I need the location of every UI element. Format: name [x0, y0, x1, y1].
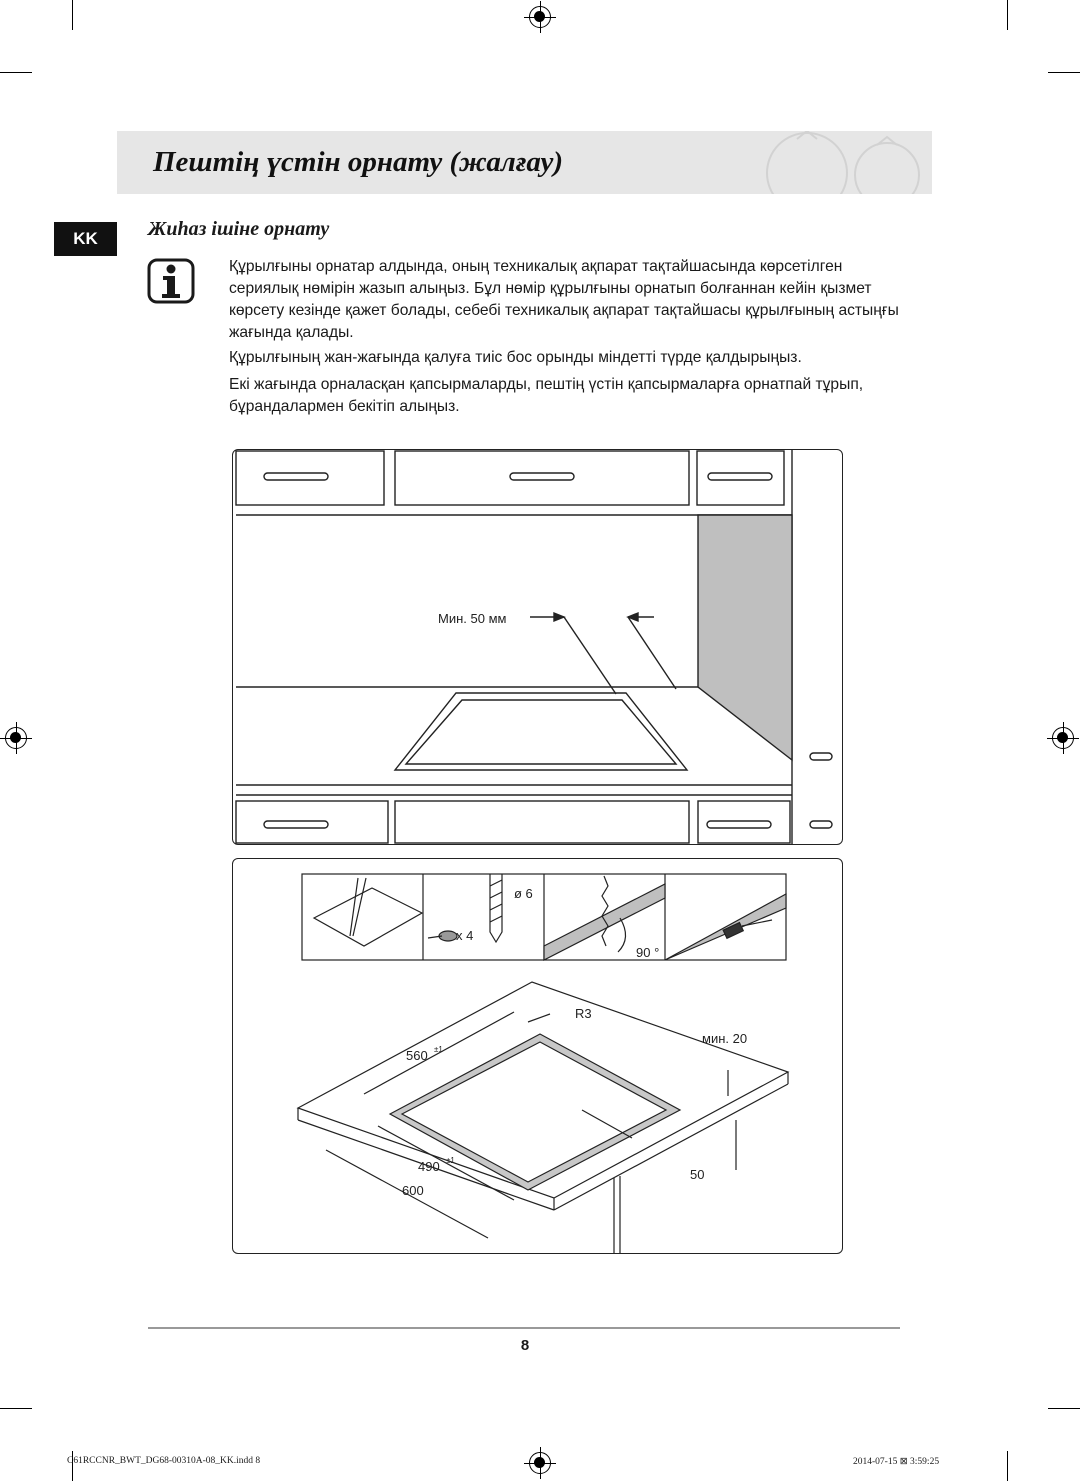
registration-mark-icon	[0, 722, 32, 754]
page-title: Пештің үстін орнату (жалғау)	[153, 146, 564, 178]
crop-mark	[1048, 1408, 1080, 1409]
cut-angle-label: 90 °	[636, 945, 659, 960]
tomato-watermark-icon	[766, 131, 920, 194]
paragraph-brackets: Екі жағында орналасқан қапсырмаларды, пе…	[229, 376, 864, 415]
cutout-diagram	[232, 858, 843, 1254]
drill-diameter-label: ø 6	[514, 886, 533, 901]
outer-width-label: 600	[402, 1183, 424, 1198]
installation-illustration: Мин. 50 мм	[235, 449, 833, 845]
crop-mark	[72, 0, 73, 30]
inner-width-tolerance-label: ±1	[446, 1156, 455, 1165]
registration-mark-icon	[524, 1, 556, 33]
title-bar	[117, 131, 932, 194]
file-info: C61RCCNR_BWT_DG68-00310A-08_KK.indd 8	[67, 1456, 261, 1466]
cutout-illustration: ø 6 x 4 90 ° R3 560 ±1 490 ±1 600 мин. 2…	[296, 873, 790, 1254]
registration-mark-icon	[524, 1447, 556, 1479]
screw-count-label: x 4	[456, 928, 473, 943]
radius-label: R3	[575, 1006, 592, 1021]
crop-mark	[1007, 1451, 1008, 1481]
depth-label: 560	[406, 1048, 428, 1063]
min-thickness-label: мин. 20	[702, 1031, 747, 1046]
page-number: 8	[520, 1337, 530, 1354]
print-timestamp: 2014-07-15 ⊠ 3:59:25	[853, 1457, 940, 1467]
footer-rule	[148, 1327, 900, 1329]
crop-mark	[0, 72, 32, 73]
section-subtitle: Жиһаз ішіне орнату	[148, 218, 330, 240]
crop-mark	[72, 1451, 73, 1481]
crop-mark	[1007, 0, 1008, 30]
depth-tolerance-label: ±1	[434, 1045, 443, 1054]
crop-mark	[0, 1408, 32, 1409]
inner-width-label: 490	[418, 1159, 440, 1174]
installation-diagram	[232, 449, 843, 845]
front-gap-label: 50	[690, 1167, 704, 1182]
paragraph-serial-number: Құрылғыны орнатар алдында, оның техникал…	[229, 258, 899, 341]
registration-mark-icon	[1047, 722, 1079, 754]
language-tab: KK	[54, 222, 117, 256]
min-clearance-label: Мин. 50 мм	[438, 611, 507, 626]
paragraph-clearance: Құрылғының жан-жағында қалуға тиіс бос о…	[229, 349, 802, 366]
crop-mark	[1048, 72, 1080, 73]
info-icon	[147, 258, 195, 304]
